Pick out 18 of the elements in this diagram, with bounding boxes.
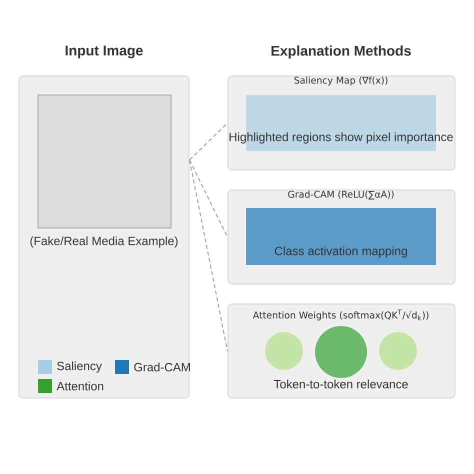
panel-heading: Saliency Map (∇f(x)) [294,76,388,86]
map-caption: Class activation mapping [274,246,407,258]
image-caption: (Fake/Real Media Example) [30,236,178,248]
legend-item: Grad-CAM [115,360,190,374]
map-caption: Highlighted regions show pixel importance [230,132,453,144]
connector-line [189,122,228,160]
legend-item: Attention [38,379,104,393]
column-heading: Explanation Methods [272,45,411,59]
column-heading: Input Image [66,46,143,58]
connector-line [189,160,228,238]
attention-circle [379,332,417,370]
panel-heading: Grad-CAM (ReLU(∑αA)) [288,190,394,200]
attention-circle [315,326,367,378]
connector-line [189,160,228,352]
attention-circle [265,332,303,370]
panel-heading: Attention Weights (softmax(QK$^{T}$/√d$_{k}$)) [252,310,428,320]
panel-caption: Token-to-token relevance [274,380,408,388]
legend-item: Saliency [38,360,102,374]
